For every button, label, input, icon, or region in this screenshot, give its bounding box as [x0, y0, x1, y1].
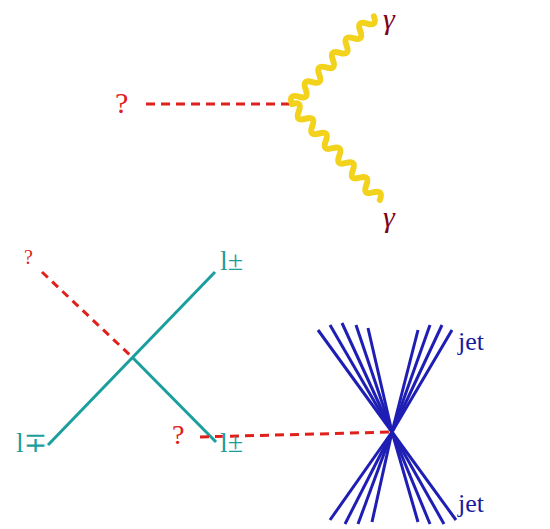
particle-label: γ	[383, 2, 395, 35]
particle-label: l±	[220, 428, 243, 459]
scalar-line	[42, 272, 132, 357]
particle-label: γ	[383, 200, 395, 233]
unknown-particle: ?	[115, 86, 128, 119]
jet-label: jet	[458, 328, 484, 357]
particle-label: l∓	[16, 428, 47, 459]
scalar-line	[146, 103, 292, 106]
photon-line	[288, 13, 377, 108]
jet-lines	[318, 323, 456, 524]
unknown-particle: ?	[24, 246, 33, 268]
jet-label: jet	[458, 490, 484, 519]
particle-label: l±	[220, 246, 243, 277]
lepton-line	[48, 272, 215, 445]
photon-line	[288, 101, 383, 204]
unknown-particle: ?	[172, 420, 184, 451]
